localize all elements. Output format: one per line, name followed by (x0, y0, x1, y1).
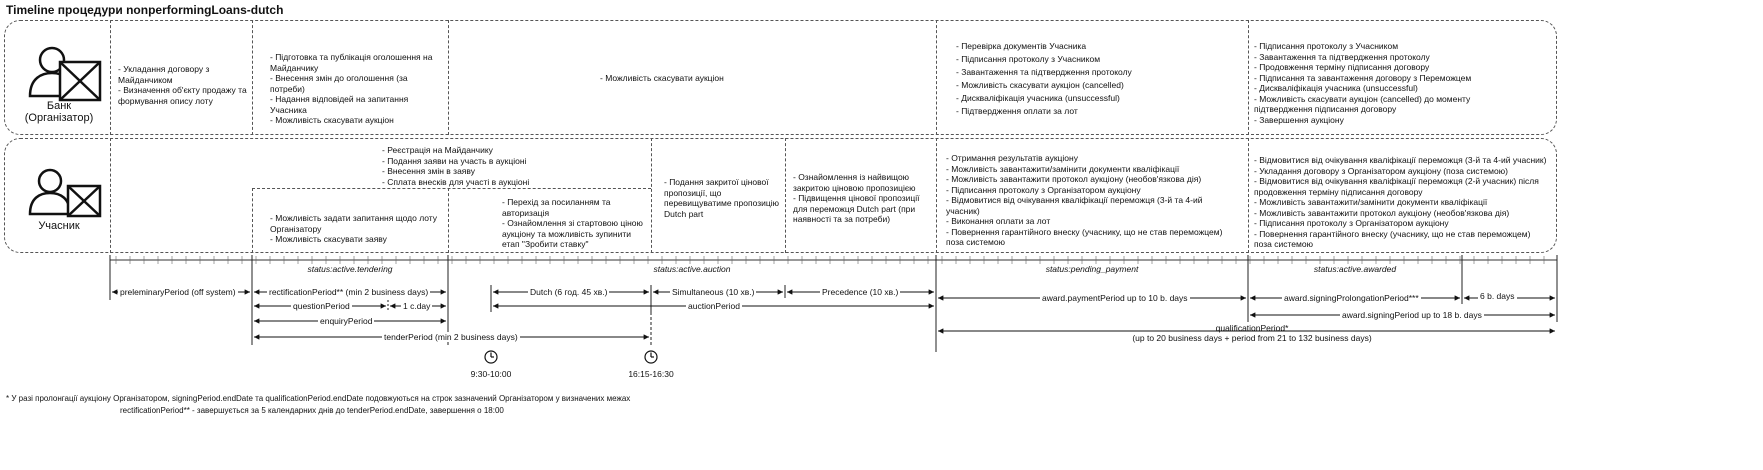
footnote-qualification: * У разі пролонгації аукціону Організато… (6, 394, 631, 403)
auction-period-label: auctionPeriod (686, 301, 742, 311)
dutch-period-label: Dutch (6 год. 45 хв.) (528, 287, 610, 297)
question-period-label: questionPeriod (291, 301, 352, 311)
payment-period-label: award.paymentPeriod up to 10 b. days (1040, 293, 1190, 303)
signing-prolongation-label: award.signingProlongationPeriod*** (1282, 293, 1421, 303)
participant-user-icon (28, 168, 102, 218)
one-cday-label: 1 c.day (401, 301, 433, 311)
participant-cell-simultaneous: - Подання закритої цінової пропозиції, щ… (664, 177, 779, 219)
status-pending-payment: status:pending_payment (1045, 264, 1139, 274)
simultaneous-period-label: Simultaneous (10 хв.) (670, 287, 757, 297)
clock-label-start: 9:30-10:00 (470, 369, 512, 379)
tender-period-label: tenderPeriod (min 2 business days) (382, 332, 520, 342)
bank-lane (4, 20, 1557, 135)
preliminary-period-label: preleminaryPeriod (off system) (118, 287, 238, 297)
participant-lane (4, 138, 1557, 253)
participant-lane-label: Учасник (38, 220, 80, 232)
enquiry-period-label: enquiryPeriod (318, 316, 375, 326)
participant-cell-registration: - Реєстрація на Майданчику - Подання зая… (382, 145, 530, 187)
bank-user-icon (28, 46, 102, 102)
footnote-rectification: rectificationPeriod** - завершується за … (120, 406, 504, 415)
bank-cell-auction: - Можливість скасувати аукціон (600, 73, 724, 83)
six-days-label: 6 b. days (1478, 291, 1517, 301)
participant-cell-precedence: - Ознайомлення із найвищою закритою ціно… (793, 172, 920, 224)
bank-cell-preliminary: - Укладання договору з Майданчиком - Виз… (118, 64, 247, 106)
participant-cell-awarded: - Відмовитися від очікування кваліфікаці… (1254, 155, 1547, 249)
status-active-tendering: status:active.tendering (307, 264, 393, 274)
precedence-period-label: Precedence (10 хв.) (820, 287, 901, 297)
status-active-auction: status:active.auction (653, 264, 731, 274)
signing-period-label: award.signingPeriod up to 18 b. days (1340, 310, 1484, 320)
clock-icon (484, 350, 658, 364)
participant-cell-questions: - Можливість задати запитання щодо лоту … (270, 213, 438, 244)
clock-label-end: 16:15-16:30 (628, 369, 674, 379)
bank-lane-label: Банк (Організатор) (24, 100, 94, 124)
participant-cell-dutch: - Перехід за посиланням та авторизація -… (502, 197, 643, 249)
bank-cell-payment: - Перевірка документів Учасника - Підпис… (956, 41, 1132, 116)
bank-cell-awarded: - Підписання протоколу з Учасником - Зав… (1254, 41, 1472, 125)
participant-cell-payment: - Отримання результатів аукціону - Можли… (946, 153, 1223, 247)
status-active-awarded: status:active.awarded (1313, 264, 1397, 274)
diagram-title: Timeline процедури nonperformingLoans-du… (6, 3, 284, 17)
rectification-period-label: rectificationPeriod** (min 2 business da… (267, 287, 431, 297)
bank-cell-tendering: - Підготовка та публікація оголошення на… (270, 52, 433, 125)
qualification-period-label: qualificationPeriod* (up to 20 business … (1132, 323, 1372, 343)
